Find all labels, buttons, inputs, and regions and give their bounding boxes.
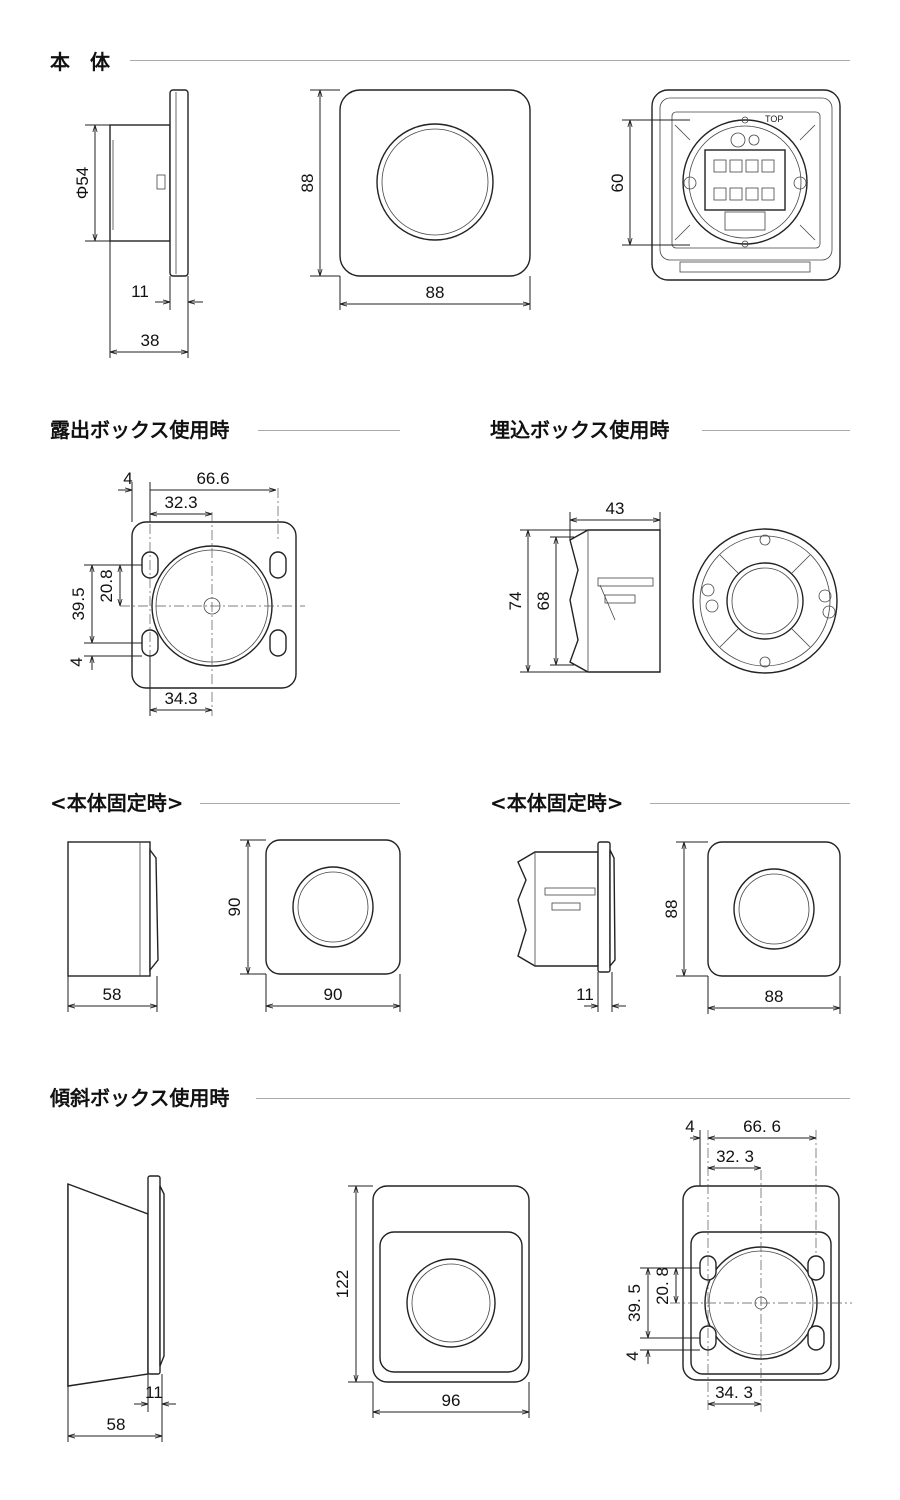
dim-label-88-h: 88	[298, 174, 317, 193]
dim-exposed-left: 39.5 20.8 4	[67, 564, 142, 670]
section-title-embedded-box: 埋込ボックス使用時	[490, 418, 670, 442]
dim-label-20-8: 20.8	[97, 569, 116, 602]
section-title-inclined-box: 傾斜ボックス使用時	[50, 1086, 230, 1110]
dim-74-68: 74 68	[506, 529, 588, 673]
top-mark-label: TOP	[765, 114, 783, 124]
embedded-box-front-view	[692, 528, 838, 674]
dim-label-4-top-inclined: 4	[685, 1117, 694, 1136]
dim-label-43: 43	[606, 499, 625, 518]
dim-label-20-8-inclined: 20. 8	[653, 1267, 672, 1305]
dim-58-fixed: 58	[67, 976, 158, 1012]
dim-inclined-top: 4 66. 6 32. 3	[685, 1117, 816, 1186]
inclined-front-view	[372, 1185, 530, 1383]
dim-label-96: 96	[442, 1391, 461, 1410]
body-front-view	[339, 89, 531, 277]
dim-label-66-6: 66.6	[196, 469, 229, 488]
dim-label-88-fixed-h: 88	[662, 900, 681, 919]
dim-90-fixed-w: 90	[265, 974, 401, 1012]
dim-exposed-top: 4 66.6 32.3	[118, 469, 276, 522]
fixed-left-front-view	[265, 839, 401, 975]
dim-inclined-bottom: 34. 3	[708, 1383, 761, 1404]
dim-90-fixed-h: 90	[225, 839, 266, 975]
dim-label-38: 38	[141, 331, 160, 350]
dim-88-height: 88	[298, 89, 340, 277]
dim-label-11-inclined: 11	[145, 1383, 163, 1402]
dim-88-width: 88	[339, 276, 531, 310]
dim-88-fixed-h: 88	[662, 841, 708, 977]
dim-label-4-side: 4	[67, 657, 86, 666]
dim-label-88-fixed-w: 88	[765, 987, 784, 1006]
embedded-box-side-view	[569, 529, 661, 673]
dim-label-90-w: 90	[324, 985, 343, 1004]
inclined-side-view	[67, 1175, 165, 1387]
section-title-exposed-box: 露出ボックス使用時	[50, 418, 230, 442]
dim-inclined-left: 39. 5 20. 8 4	[623, 1267, 700, 1364]
dim-label-39-5: 39.5	[69, 587, 88, 620]
dim-label-11-fixed: 11	[576, 985, 594, 1004]
dim-11-fixed: 11	[576, 972, 626, 1012]
dim-exposed-bottom: 34.3	[149, 656, 212, 716]
dim-58-inclined: 58	[67, 1386, 163, 1442]
fixed-right-side-view	[517, 841, 616, 973]
fixed-left-side-view	[67, 841, 159, 977]
fixed-right-front-view	[707, 841, 841, 977]
dim-label-74: 74	[506, 592, 525, 611]
dim-label-58-inclined: 58	[107, 1415, 126, 1434]
dim-11-body: 11	[131, 276, 203, 310]
dim-label-58: 58	[103, 985, 122, 1004]
dim-label-11: 11	[131, 282, 149, 301]
section-rule	[702, 430, 850, 431]
section-title-fixed-left: <本体固定時>	[50, 791, 184, 815]
section-rule	[256, 1098, 850, 1099]
dim-96: 96	[372, 1382, 530, 1418]
dim-label-68: 68	[534, 592, 553, 611]
dim-label-34-3: 34.3	[164, 689, 197, 708]
dim-label-32-3-inclined: 32. 3	[716, 1147, 754, 1166]
dim-label-4-side-inclined: 4	[623, 1351, 642, 1360]
dim-label-88-w: 88	[426, 283, 445, 302]
dim-phi54: Φ54	[73, 124, 110, 242]
dim-label-39-5-inclined: 39. 5	[625, 1284, 644, 1322]
section-rule	[200, 803, 400, 804]
exposed-box-view	[120, 488, 305, 716]
body-rear-view: TOP	[651, 89, 841, 281]
inclined-rear-view	[670, 1130, 852, 1412]
dim-label-34-3-inclined: 34. 3	[715, 1383, 753, 1402]
dim-60: 60	[608, 119, 690, 246]
dim-label-66-6-inclined: 66. 6	[743, 1117, 781, 1136]
dim-label-60: 60	[608, 174, 627, 193]
section-title-main-body: 本 体	[50, 50, 110, 74]
section-title-fixed-right: <本体固定時>	[490, 791, 624, 815]
dim-label-32-3: 32.3	[164, 493, 197, 512]
section-rule	[258, 430, 400, 431]
body-side-view	[109, 89, 189, 277]
dim-label-phi54: Φ54	[73, 167, 92, 199]
dim-43: 43	[569, 499, 661, 540]
dim-label-4-top: 4	[123, 469, 132, 488]
dim-88-fixed-w: 88	[707, 976, 841, 1014]
section-rule	[130, 60, 850, 61]
dim-label-122: 122	[333, 1270, 352, 1298]
dim-label-90-h: 90	[225, 898, 244, 917]
dim-11-inclined: 11	[134, 1374, 176, 1412]
section-rule	[650, 803, 850, 804]
dim-38: 38	[109, 241, 189, 358]
dim-122: 122	[333, 1185, 373, 1383]
